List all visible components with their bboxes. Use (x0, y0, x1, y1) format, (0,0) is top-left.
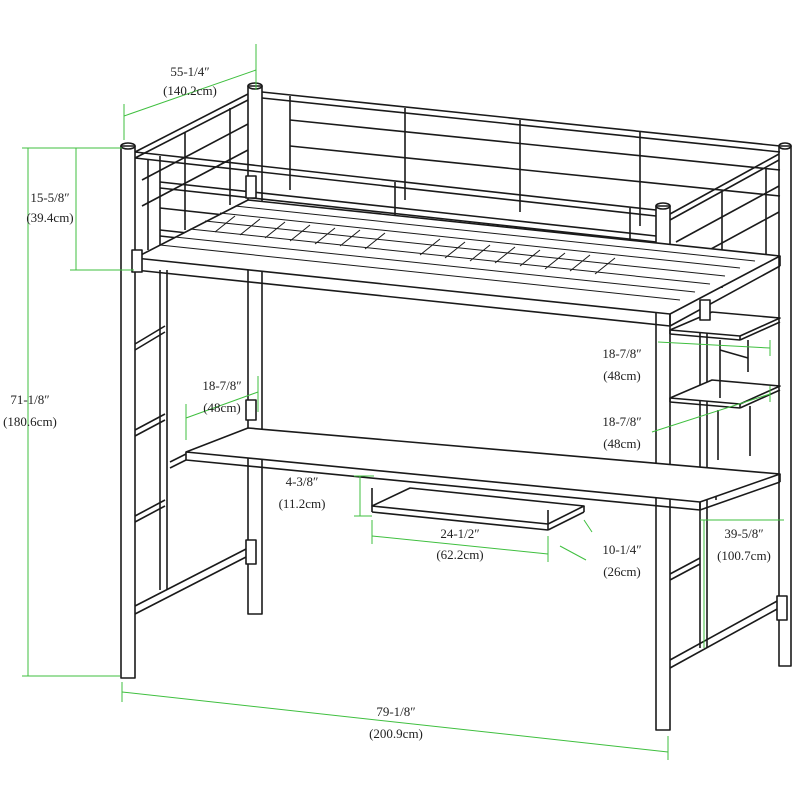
rail-height-metric: (39.4cm) (26, 210, 73, 225)
keyboard-width-imperial: 24-1/2″ (440, 526, 479, 541)
width-top-metric: (140.2cm) (163, 83, 217, 98)
dimension-labels: 55-1/4″ (140.2cm) 15-5/8″ (39.4cm) 71-1/… (3, 64, 771, 741)
total-height-metric: (180.6cm) (3, 414, 57, 429)
shelf-upper-imperial: 18-7/8″ (602, 346, 641, 361)
deck-slats (159, 205, 756, 301)
loft-bed-frame (120, 82, 792, 731)
desk-depth-imperial: 18-7/8″ (202, 378, 241, 393)
back-right-post (778, 142, 792, 667)
shelf-lower-imperial: 18-7/8″ (602, 414, 641, 429)
keyboard-tray (371, 487, 585, 531)
total-length-metric: (200.9cm) (369, 726, 423, 741)
desk-height-metric: (100.7cm) (717, 548, 771, 563)
dimension-lines (22, 44, 784, 760)
total-height-imperial: 71-1/8″ (10, 392, 49, 407)
desk-depth-metric: (48cm) (203, 400, 241, 415)
shelf-upper-metric: (48cm) (603, 368, 641, 383)
front-left-post (120, 142, 136, 679)
keyboard-depth-imperial: 10-1/4″ (602, 542, 641, 557)
keyboard-height-metric: (11.2cm) (279, 496, 326, 511)
right-shelves (669, 311, 781, 500)
width-top-imperial: 55-1/4″ (170, 64, 209, 79)
bracket-plates (131, 175, 711, 421)
back-left-post (247, 82, 263, 615)
back-guard-rails (261, 91, 781, 226)
shelf-lower-metric: (48cm) (603, 436, 641, 451)
left-lower-rail (134, 539, 257, 615)
keyboard-depth-metric: (26cm) (603, 564, 641, 579)
keyboard-width-metric: (62.2cm) (436, 547, 483, 562)
left-ladder (134, 270, 168, 590)
desk (169, 427, 781, 511)
left-end-rails (134, 93, 249, 250)
rail-height-imperial: 15-5/8″ (30, 190, 69, 205)
keyboard-height-imperial: 4-3/8″ (286, 474, 319, 489)
desk-height-imperial: 39-5/8″ (724, 526, 763, 541)
total-length-imperial: 79-1/8″ (376, 704, 415, 719)
